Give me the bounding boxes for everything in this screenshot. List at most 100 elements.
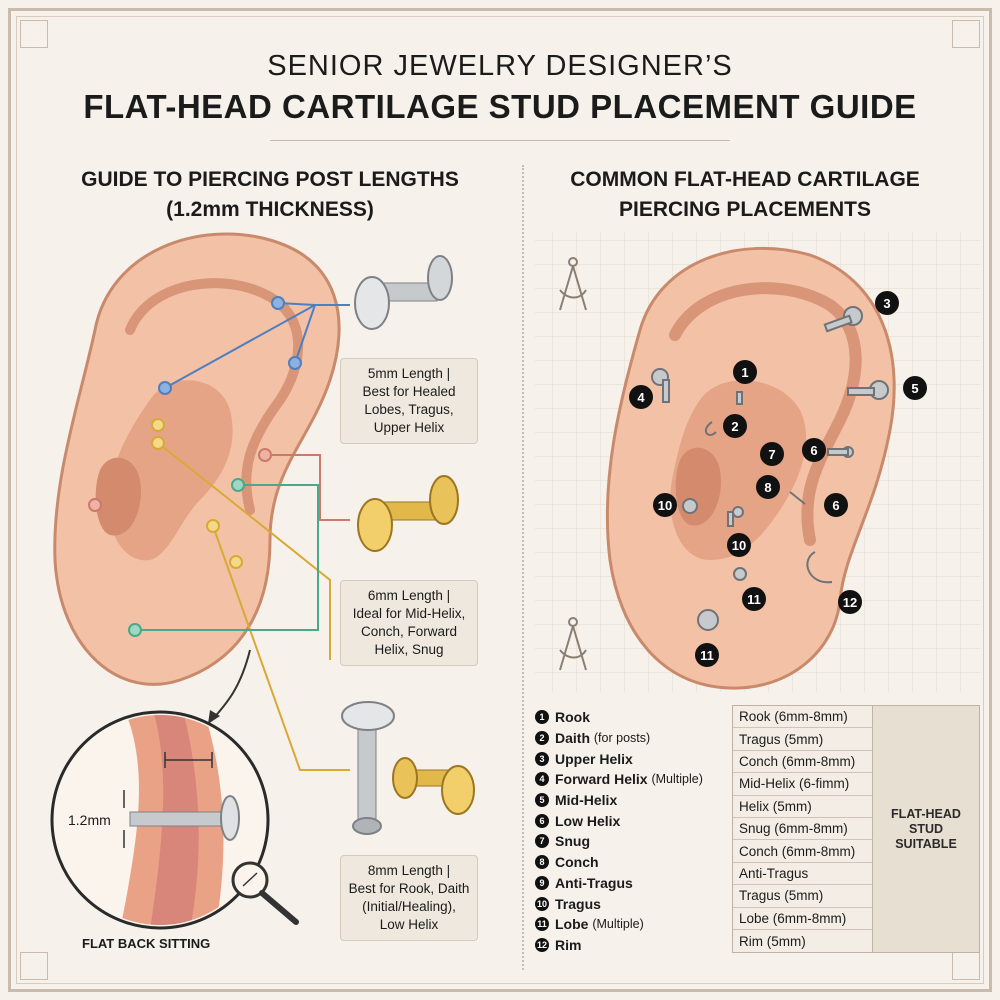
length-card-title: 6mm Length | [367,588,451,603]
placement-marker: 12 [838,590,862,614]
helix-ridge [125,278,304,515]
legend-item: 12 Rim [535,935,725,956]
cross-section-inset [50,710,270,930]
suitability-row: Tragus (5mm) [733,885,873,908]
ear-canal [95,457,141,536]
placement-marker: 11 [695,643,719,667]
suitability-rows: Rook (6mm-8mm) Tragus (5mm) Conch (6mm-8… [733,706,873,953]
placement-studs [651,306,889,631]
placement-marker: 4 [629,385,653,409]
outer-frame [8,8,992,992]
legend-number: 12 [535,937,549,952]
placement-marker: 10 [727,533,751,557]
suitability-row: Mid-Helix (6-fimm) [733,773,873,796]
legend-item: 5 Mid-Helix [535,790,725,811]
suitability-side-label: FLAT-HEAD STUD SUITABLE [873,706,979,952]
suitability-row: Rim (5mm) [733,929,873,953]
legend-label: Low Helix [555,812,621,829]
length-card-5mm: 5mm Length | Best for Healed Lobes, Trag… [340,358,478,444]
legend-item: 9 Anti-Tragus [535,873,725,894]
piercing-dots [88,296,302,637]
legend-item: 11 Lobe (Multiple) [535,914,725,935]
legend-label: Rim [555,936,582,953]
legend-label: Lobe [555,916,589,933]
placement-marker: 5 [903,376,927,400]
legend-number: 5 [535,793,549,808]
suitability-table: Rook (6mm-8mm) Tragus (5mm) Conch (6mm-8… [732,705,980,953]
suitability-row: Rook (6mm-8mm) [733,706,873,729]
placement-marker: 11 [742,587,766,611]
legend-label: Tragus [555,895,601,912]
legend-number: 7 [535,834,549,849]
stud-5mm-silver [354,255,453,330]
legend-note: (for posts) [593,731,651,746]
suitability-row: Lobe (6mm-8mm) [733,907,873,930]
corner-ornament [20,952,48,980]
legend-item: 2 Daith (for posts) [535,728,725,749]
legend-number: 8 [535,855,549,870]
legend-number: 4 [535,772,549,787]
legend-label: Rook [555,709,590,726]
placement-marker: 3 [875,291,899,315]
legend-label: Daith [555,730,590,747]
suitability-row: Helix (5mm) [733,795,873,818]
compass-icon [559,257,587,311]
legend-number: 3 [535,751,549,766]
column-divider [522,165,524,970]
legend-item: 3 Upper Helix [535,748,725,769]
placement-marker: 6 [802,438,826,462]
inner-frame [16,16,984,984]
legend-item: 1 Rook [535,707,725,728]
legend-item: 6 Low Helix [535,810,725,831]
legend-label: Upper Helix [555,750,633,767]
page-title: FLAT-HEAD CARTILAGE STUD PLACEMENT GUIDE [83,88,917,125]
legend-note: (Multiple) [651,772,703,787]
suitability-row: Conch (6mm-8mm) [733,750,873,774]
placement-marker: 8 [756,475,780,499]
corner-ornament [20,20,48,48]
legend-label: Anti-Tragus [555,874,633,891]
stud-6mm-gold [357,475,459,552]
suitability-row: Conch (6mm-8mm) [733,840,873,863]
length-card-body: Best for Healed Lobes, Tragus, Upper Hel… [362,384,456,435]
legend-number: 1 [535,710,549,725]
placement-marker: 6 [824,493,848,517]
legend-number: 11 [535,917,549,932]
page-subtitle: SENIOR JEWELRY DESIGNER’S [267,50,733,82]
length-card-6mm: 6mm Length | Ideal for Mid-Helix, Conch,… [340,580,478,666]
legend-number: 9 [535,875,549,890]
corner-ornament [952,20,980,48]
legend-number: 6 [535,813,549,828]
placement-marker: 10 [653,493,677,517]
magnifier-icon [231,861,299,925]
legend-note: (Multiple) [592,917,644,932]
legend-label: Mid-Helix [555,792,618,809]
stud-8mm-silver [341,701,395,835]
length-card-body: Ideal for Mid-Helix, Conch, Forward Heli… [352,606,466,657]
inset-caption: FLAT BACK SITTING [82,936,211,951]
placement-marker: 7 [760,442,784,466]
length-card-body: Best for Rook, Daith (Initial/Healing), … [348,881,470,932]
length-card-8mm: 8mm Length | Best for Rook, Daith (Initi… [340,855,478,941]
legend-item: 4 Forward Helix (Multiple) [535,769,725,790]
legend-number: 2 [535,731,549,746]
post-length-heading: GUIDE TO PIERCING POST LENGTHS (1.2mm TH… [81,168,459,221]
legend-label: Forward Helix [555,771,648,788]
suitability-row: Snug (6mm-8mm) [733,817,873,841]
title-divider [270,140,730,141]
length-card-title: 5mm Length | [367,366,451,381]
concha-shadow [107,380,233,561]
placements-heading: COMMON FLAT-HEAD CARTILAGE PIERCING PLAC… [570,168,920,221]
suitability-row: Anti-Tragus [733,862,873,886]
thickness-label: 1.2mm [68,812,111,828]
length-card-title: 8mm Length | [367,863,451,878]
helix-ridge [669,282,862,546]
suitability-row: Tragus (5mm) [733,728,873,751]
placement-marker: 2 [723,414,747,438]
